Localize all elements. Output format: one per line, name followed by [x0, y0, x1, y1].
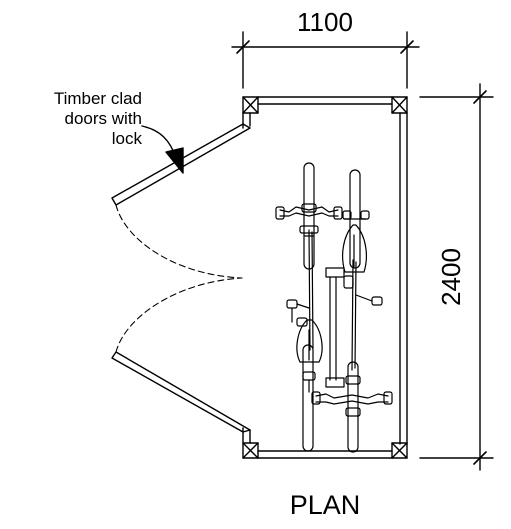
height-dimension-label: 2400	[436, 248, 466, 306]
bicycle-left	[275, 162, 343, 452]
bicycle-right	[311, 169, 393, 453]
annotation-line-3: lock	[112, 129, 143, 148]
annotation-line-1: Timber clad	[54, 89, 142, 108]
width-dimension	[231, 31, 420, 89]
door-swing-arcs	[115, 204, 243, 353]
plan-caption: PLAN	[290, 490, 361, 520]
shed-outline	[242, 96, 408, 459]
bike-rack	[325, 267, 345, 388]
corner-posts	[242, 96, 408, 459]
annotation-leader	[141, 125, 184, 174]
lower-door	[111, 351, 251, 433]
annotation-line-2: doors with	[65, 109, 142, 128]
width-dimension-label: 1100	[297, 7, 353, 37]
height-dimension	[419, 83, 494, 471]
